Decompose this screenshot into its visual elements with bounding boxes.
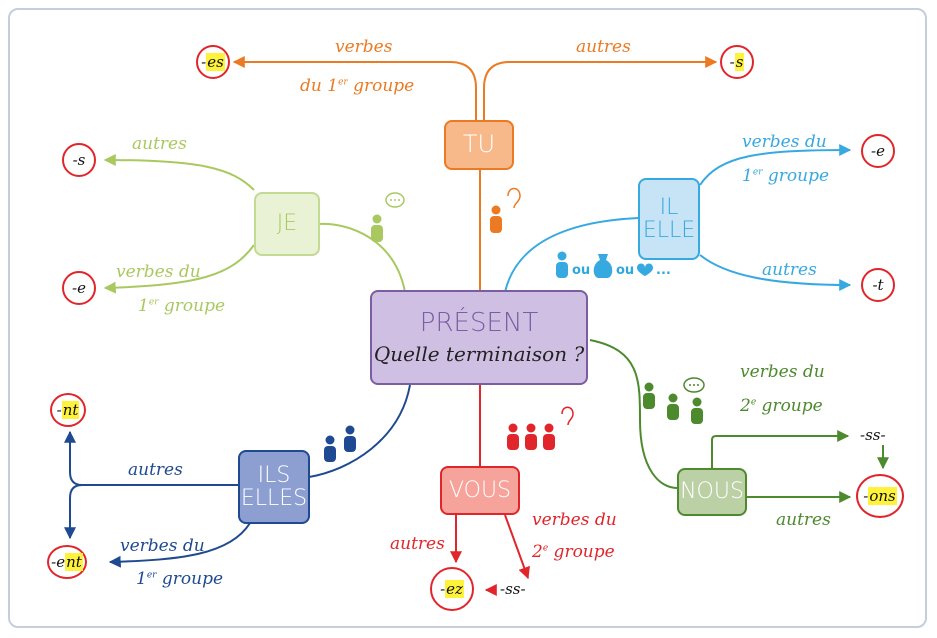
- vous-right-arrow: [504, 514, 530, 580]
- il-ending-t: -t: [861, 268, 895, 302]
- il-ending-e: -e: [861, 134, 895, 168]
- ils-bottom-branch-label-1: verbes du: [120, 536, 205, 556]
- vous-ending-ez: -ez: [430, 567, 474, 611]
- vous-left-branch-label: autres: [390, 534, 445, 554]
- tu-left-branch-label-2: du 1er groupe: [300, 76, 415, 96]
- il-bottom-branch-label: autres: [762, 260, 817, 280]
- nous-speech-bubble-icon: [683, 377, 705, 393]
- il-or-word-1: ou: [572, 263, 591, 278]
- tu-connectors: [232, 56, 718, 290]
- je-box: JE: [254, 192, 320, 256]
- center-to-il-line: [504, 217, 639, 293]
- nous-person-icons: [643, 382, 703, 424]
- vous-box: VOUS: [440, 466, 520, 515]
- vous-right-branch-label-2: 2e groupe: [532, 542, 615, 562]
- ils-ending-nt: -nt: [50, 393, 86, 427]
- tu-label: TU: [462, 130, 496, 159]
- nous-label: NOUS: [680, 479, 744, 505]
- vous-connectors: [450, 385, 530, 596]
- ils-person-icons: [324, 425, 356, 462]
- nous-top-branch-label-2: 2e groupe: [740, 396, 823, 416]
- tu-box: TU: [444, 120, 514, 170]
- je-bottom-arrow: [103, 244, 255, 294]
- il-person-icon: [556, 251, 568, 278]
- je-speech-bubble-icon: [385, 192, 405, 208]
- tu-left-branch-label-1: verbes: [335, 37, 393, 57]
- center-box: PRÉSENT Quelle terminaison ?: [370, 290, 588, 385]
- nous-top-branch-label-1: verbes du: [740, 362, 825, 382]
- center-title: PRÉSENT: [419, 308, 539, 339]
- ils-bottom-branch-label-2: 1er groupe: [136, 569, 224, 589]
- ils-bottom-arrow: [108, 522, 251, 568]
- center-question: Quelle terminaison ?: [373, 341, 585, 366]
- tu-left-arrow: [232, 56, 477, 120]
- tu-right-branch-label: autres: [576, 37, 631, 57]
- tu-right-arrow: [483, 56, 718, 120]
- ils-elles-box: ILS ELLES: [238, 450, 310, 524]
- ils-top-branch-label: autres: [128, 460, 183, 480]
- nous-box: NOUS: [677, 468, 747, 516]
- je-top-branch-label: autres: [132, 134, 187, 154]
- vous-infix-ss: -ss-: [500, 580, 526, 598]
- je-connectors: [103, 154, 406, 294]
- nous-infix-ss: -ss-: [860, 426, 886, 444]
- il-or-word-2: ou: [616, 263, 635, 278]
- ils-label: ILS: [257, 462, 291, 488]
- ils-mid-arrow: [64, 484, 83, 540]
- center-to-je-line: [317, 222, 406, 293]
- center-to-nous-line: [589, 339, 678, 489]
- nous-connectors: [589, 339, 889, 503]
- center-to-ils-line: [308, 384, 411, 478]
- vous-person-icons: [507, 423, 555, 450]
- je-ending-e: -e: [62, 271, 96, 305]
- tu-ending-es: -es: [196, 45, 230, 79]
- il-connectors: [504, 144, 852, 293]
- il-top-branch-label-2: 1er groupe: [742, 166, 830, 186]
- vous-label: VOUS: [448, 477, 512, 503]
- tu-person-icon: [490, 205, 502, 233]
- tu-ear-icon: [507, 187, 521, 209]
- il-top-arrow: [699, 144, 852, 186]
- je-person-icon: [371, 214, 383, 242]
- je-bottom-branch-label-1: verbes du: [116, 262, 201, 282]
- je-ending-s: -s: [62, 143, 96, 177]
- nous-ending-ons: -ons: [856, 474, 904, 518]
- elle-label: ELLE: [642, 218, 696, 243]
- il-elle-box: IL ELLE: [638, 178, 700, 260]
- je-bottom-branch-label-2: 1er groupe: [138, 296, 226, 316]
- il-top-branch-label-1: verbes du: [742, 132, 827, 152]
- nous-top-arrow: [711, 430, 850, 468]
- il-bottom-arrow: [699, 254, 852, 291]
- je-label: JE: [276, 211, 298, 237]
- il-label: IL: [659, 194, 679, 220]
- je-top-arrow: [103, 154, 255, 191]
- nous-bottom-branch-label: autres: [776, 510, 831, 530]
- il-heart-icon: [637, 263, 653, 276]
- il-ellipsis: ...: [656, 263, 671, 278]
- tu-ending-s: -s: [720, 45, 754, 79]
- elles-label: ELLES: [240, 486, 308, 511]
- ils-connectors: [64, 384, 411, 568]
- vous-ear-icon: [561, 406, 574, 426]
- il-vase-icon: [593, 254, 613, 278]
- vous-right-branch-label-1: verbes du: [532, 510, 617, 530]
